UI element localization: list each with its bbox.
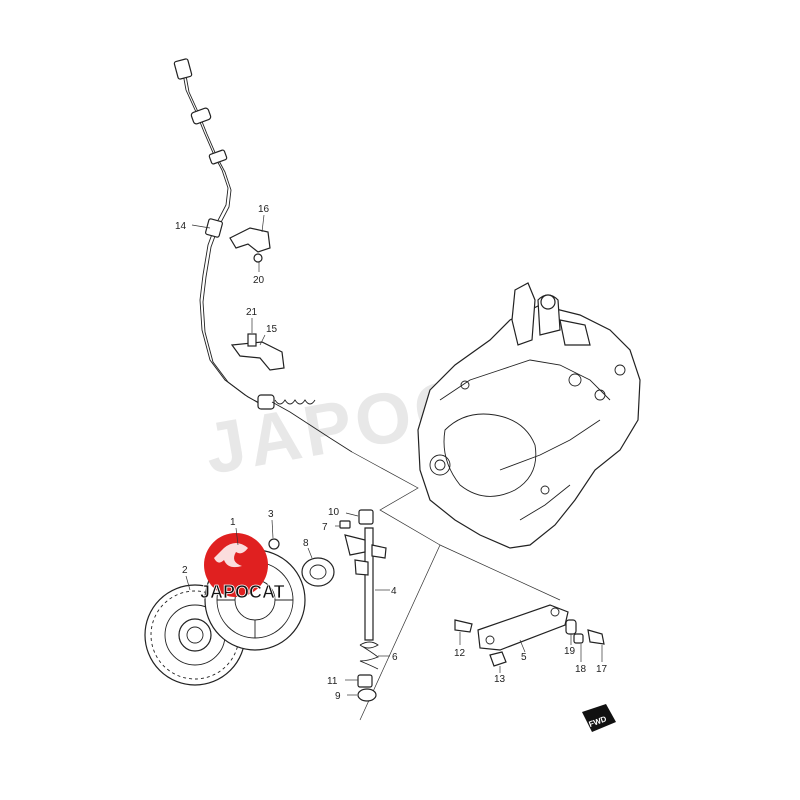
callout-5: 5 [521, 652, 527, 663]
clutch-cable [173, 58, 353, 453]
callout-12: 12 [454, 648, 466, 659]
callout-16: 16 [258, 204, 270, 215]
pin-19 [565, 619, 577, 635]
callout-8: 8 [303, 538, 309, 549]
callout-17: 17 [596, 664, 608, 675]
callout-20: 20 [253, 275, 265, 286]
cable-bracket-15 [230, 333, 285, 371]
clip-18 [573, 633, 584, 644]
callout-18: 18 [575, 664, 587, 675]
callout-7: 7 [322, 522, 328, 533]
callout-3: 3 [268, 509, 274, 520]
release-bearing [301, 557, 335, 587]
callout-6: 6 [392, 652, 398, 663]
callout-19: 19 [564, 646, 576, 657]
leader-lines [185, 214, 603, 696]
release-lever [454, 604, 569, 667]
seal-9 [357, 688, 377, 702]
callout-4: 4 [391, 586, 397, 597]
callout-2: 2 [182, 565, 188, 576]
release-shaft [339, 509, 387, 641]
transmission-housing [417, 282, 641, 549]
svg-text:JAPOCAT: JAPOCAT [200, 582, 285, 602]
fwd-direction-badge: FWD [582, 704, 616, 732]
callout-labels: 1 2 3 4 5 6 7 8 9 10 11 12 13 14 15 16 1… [175, 204, 608, 702]
callout-10: 10 [328, 507, 340, 518]
bush-11 [357, 674, 373, 688]
callout-9: 9 [335, 691, 341, 702]
japocat-logo: JAPOCAT [200, 533, 285, 602]
callout-1: 1 [230, 517, 236, 528]
callout-11: 11 [327, 676, 338, 687]
callout-21: 21 [246, 307, 258, 318]
cable-bracket-16 [229, 227, 271, 263]
callout-13: 13 [494, 674, 506, 685]
callout-15: 15 [266, 324, 278, 335]
return-spring [359, 641, 379, 670]
callout-14: 14 [175, 221, 187, 232]
pin-17 [587, 629, 605, 645]
